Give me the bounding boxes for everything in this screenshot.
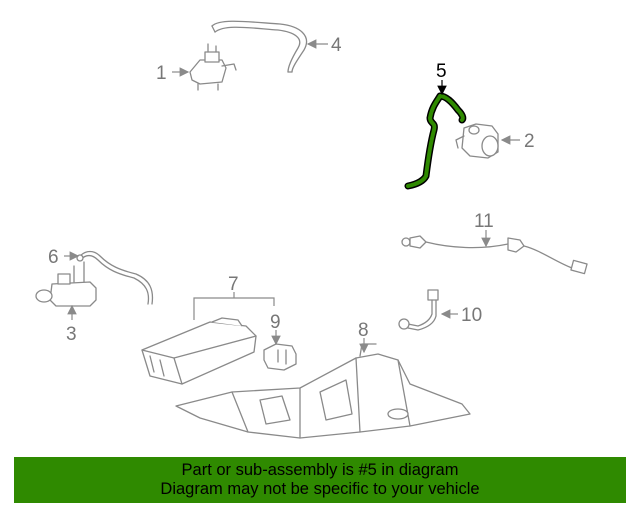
- callout-1: 1: [156, 63, 167, 84]
- callout-7: 7: [228, 274, 239, 295]
- part-3-valve: [35, 261, 97, 307]
- banner-line-2: Diagram may not be specific to your vehi…: [160, 480, 480, 498]
- callout-8: 8: [358, 320, 369, 341]
- part-10-sensor: [398, 289, 439, 331]
- part-4-hose: [211, 20, 308, 73]
- part-8-shield: [175, 343, 471, 439]
- part-9-valve: [263, 343, 297, 371]
- part-11-sensor-cable: [401, 235, 588, 275]
- callout-11: 11: [474, 211, 494, 232]
- callout-5: 5: [436, 61, 447, 82]
- part-7-canister: [141, 317, 257, 385]
- part-2-valve: [455, 123, 499, 159]
- callout-10: 10: [461, 305, 482, 326]
- part-1-valve: [189, 43, 237, 91]
- callout-6: 6: [48, 247, 59, 268]
- banner-line-1: Part or sub-assembly is #5 in diagram: [181, 461, 459, 479]
- callout-3: 3: [66, 324, 77, 345]
- info-banner: Part or sub-assembly is #5 in diagram Di…: [14, 457, 626, 503]
- callout-2: 2: [524, 131, 535, 152]
- bracket-7: [193, 297, 275, 320]
- part-5-hose-highlighted: [404, 92, 467, 190]
- parts-diagram: 1 4 5 2 11 6: [35, 20, 588, 439]
- callout-9: 9: [270, 312, 281, 333]
- callout-4: 4: [331, 35, 342, 56]
